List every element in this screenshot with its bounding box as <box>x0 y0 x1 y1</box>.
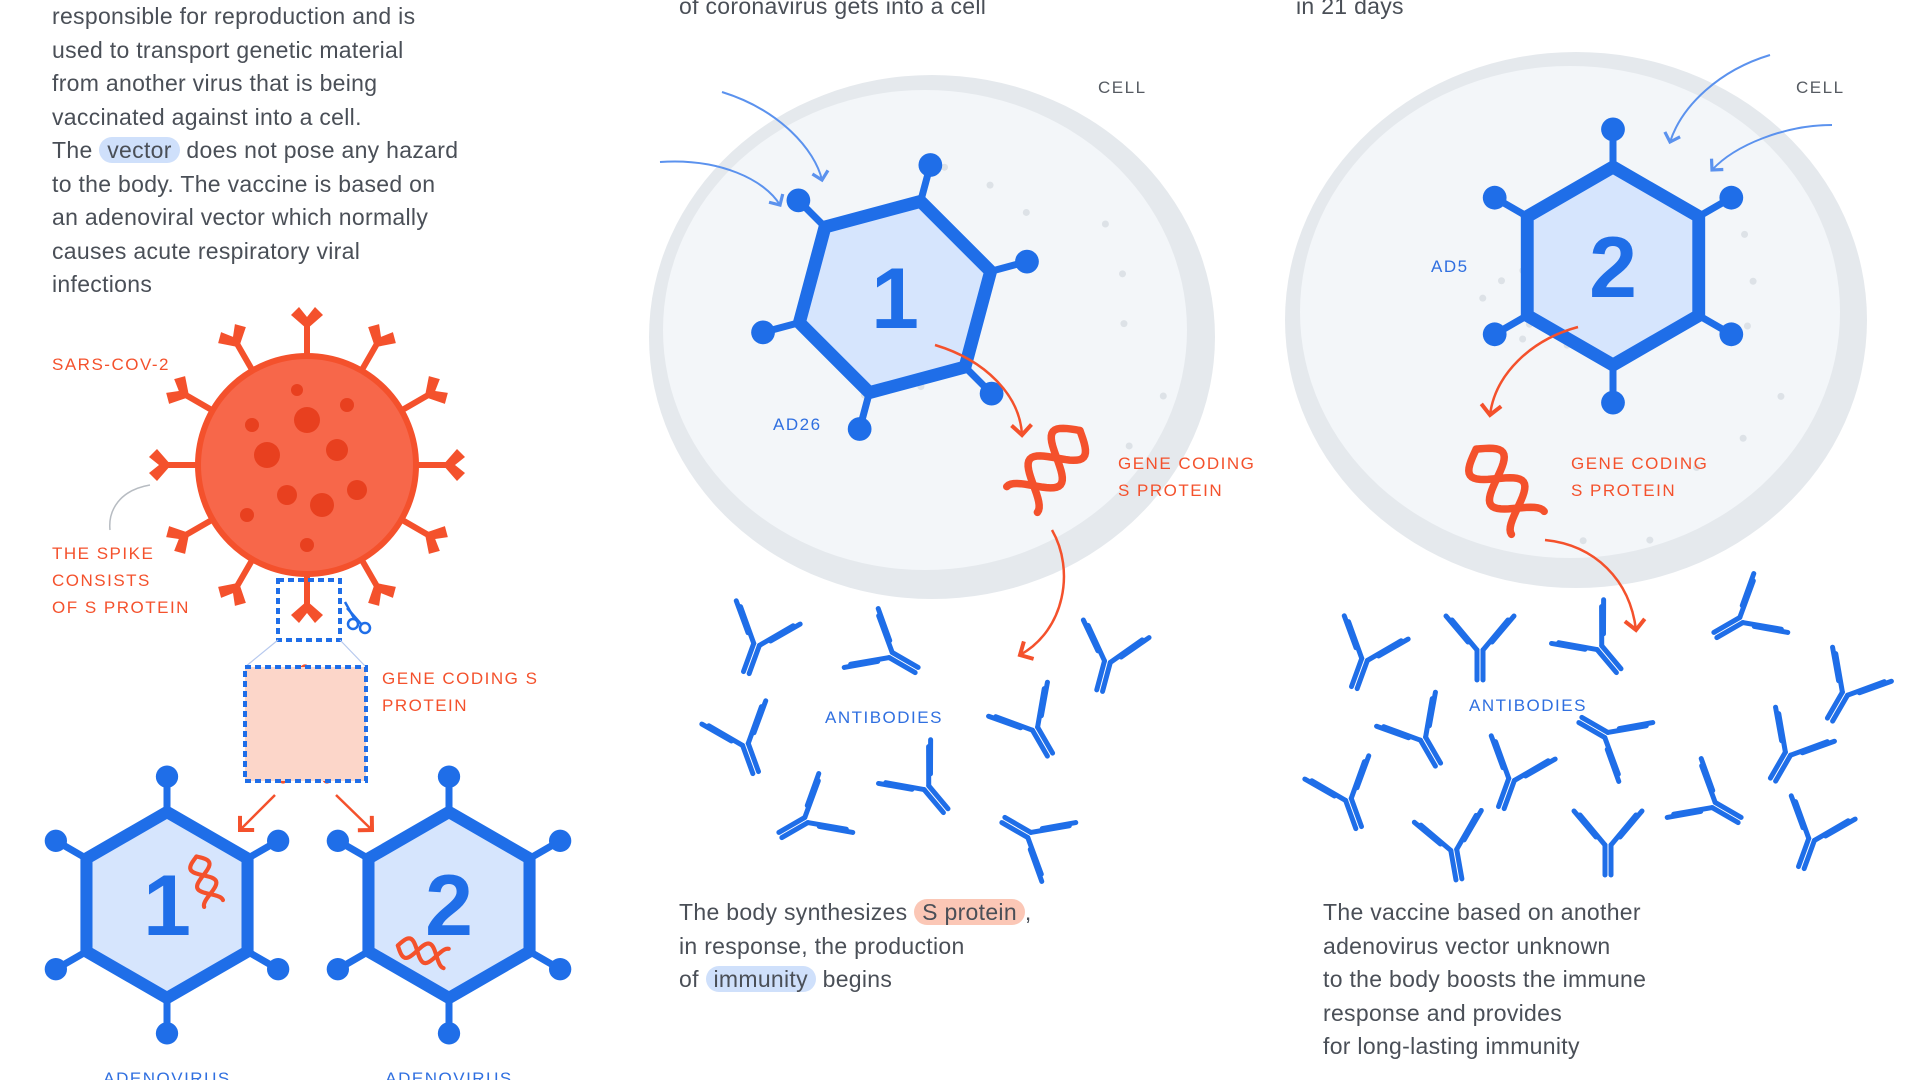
text-line: infections <box>52 271 153 297</box>
text-line: used to transport genetic material <box>52 36 404 63</box>
entry-arrow-icon <box>1663 54 1771 145</box>
antibody-icon <box>1788 793 1858 872</box>
text: does not pose any hazard <box>186 137 459 163</box>
right-caption: The vaccine based on another adenovirus … <box>1323 896 1646 1064</box>
antibody-icon <box>733 598 803 677</box>
antibody-icon <box>776 771 856 841</box>
cell-label: CELL <box>1098 78 1147 97</box>
right-heading: in 21 days <box>1296 0 1404 24</box>
antibody-icon <box>1824 644 1894 724</box>
s-protein-highlight: S protein <box>914 899 1025 925</box>
gene-label-line: GENE CODING <box>1571 454 1708 473</box>
antibody-icon <box>1374 689 1444 769</box>
spike-selection-box <box>276 578 342 642</box>
ad5-label: AD5 <box>1431 257 1469 276</box>
immunity-highlight: immunity <box>705 966 816 992</box>
text-line: from another virus that is being <box>52 70 378 96</box>
text-line: of coronavirus gets into a cell <box>679 0 987 19</box>
antibody-icon <box>1443 613 1517 683</box>
antibody-icon <box>1080 617 1152 694</box>
dna-icon <box>1465 444 1548 539</box>
antibody-icon <box>1571 808 1645 878</box>
antibody-icon <box>999 814 1079 884</box>
text-line: vaccinated against into a cell. <box>52 103 362 130</box>
text-line: responsible for reproduction and is <box>52 3 416 29</box>
dna-icon <box>395 936 451 971</box>
antibody-icon <box>1767 704 1837 784</box>
pointer-line <box>109 484 151 531</box>
arrow-icon <box>335 794 375 833</box>
antibody-icon <box>1711 571 1791 641</box>
antibody-icon <box>1576 714 1656 784</box>
antibody-icon <box>986 679 1056 759</box>
text: The body synthesizes <box>679 899 908 925</box>
dna-icon <box>188 854 226 909</box>
text-line: for long-lasting immunity <box>1323 1033 1580 1059</box>
text-line: The body synthesizes S protein, <box>679 896 1032 930</box>
entry-arrow-icon <box>721 91 830 183</box>
gene-label-line: S PROTEIN <box>1571 481 1676 500</box>
antibody-icon <box>1664 756 1744 826</box>
middle-caption: The body synthesizes S protein, in respo… <box>679 896 1032 997</box>
gene-label-line: GENE CODING S <box>382 669 538 688</box>
antibody-icon <box>1549 597 1624 676</box>
text: The <box>52 137 93 163</box>
dna-icon <box>1003 424 1090 517</box>
spike-label-line: OF S PROTEIN <box>52 598 190 617</box>
gene-label-line: PROTEIN <box>382 696 468 715</box>
text-line: causes acute respiratory viral <box>52 237 361 264</box>
antibody-icon <box>1341 613 1411 692</box>
adenovirus-2-number: 2 <box>425 858 473 954</box>
text-line: to the body. The vaccine is based on <box>52 170 436 197</box>
antibody-icon <box>699 698 769 777</box>
ad5-number: 2 <box>1589 220 1637 316</box>
ad5-vector <box>1482 117 1744 415</box>
arrow-icon <box>238 794 276 832</box>
sars-cov-2-label: SARS-COV-2 <box>52 355 170 374</box>
vector-highlight: vector <box>99 137 180 163</box>
antibody-icon <box>1411 807 1484 883</box>
adenovirus-2-label: ADENOVIRUS <box>385 1069 512 1080</box>
vector-description: responsible for reproduction and is used… <box>52 0 458 302</box>
text-line: in response, the production <box>679 932 965 959</box>
text-line: to the body boosts the immune <box>1323 966 1647 992</box>
text-line: of immunity begins <box>679 963 1032 997</box>
antibodies-label: ANTIBODIES <box>1469 696 1587 715</box>
ad26-label: AD26 <box>773 415 822 434</box>
adenovirus-1-label: ADENOVIRUS <box>103 1069 230 1080</box>
adenovirus-2 <box>326 765 572 1045</box>
entry-arrow-icon <box>659 160 785 207</box>
text-line: an adenoviral vector which normally <box>52 204 429 230</box>
ad26-vector <box>751 153 1039 441</box>
scissors-icon <box>343 601 372 635</box>
arrow-icon <box>1544 538 1647 633</box>
antibody-icon <box>1302 753 1372 832</box>
cell-label: CELL <box>1796 78 1845 97</box>
gene-label-line: GENE CODING <box>1118 454 1255 473</box>
arrow-icon <box>934 343 1033 438</box>
antibodies-label: ANTIBODIES <box>825 708 943 727</box>
antibody-icon <box>841 606 921 676</box>
antibody-icon <box>1488 733 1558 812</box>
adenovirus-1-number: 1 <box>143 858 191 954</box>
sars-cov-2-virus <box>149 307 465 623</box>
text-line: in 21 days <box>1296 0 1404 19</box>
spike-label-line: THE SPIKE <box>52 544 154 563</box>
gene-coding-box <box>243 665 368 783</box>
text-line: The vector does not pose any hazard <box>52 134 458 168</box>
text: of <box>679 966 699 992</box>
middle-heading: of coronavirus gets into a cell <box>679 0 986 24</box>
arrow-icon <box>1017 529 1066 661</box>
text-line: response and provides <box>1323 999 1563 1026</box>
spike-label-line: CONSISTS <box>52 571 151 590</box>
entry-arrow-icon <box>1709 124 1833 172</box>
arrow-icon <box>1479 325 1579 418</box>
text: begins <box>822 966 893 992</box>
antibody-icon <box>876 737 951 816</box>
ad26-number: 1 <box>871 251 919 347</box>
text-line: adenovirus vector unknown <box>1323 932 1611 959</box>
text: , <box>1024 899 1032 925</box>
gene-label-line: S PROTEIN <box>1118 481 1223 500</box>
text-line: The vaccine based on another <box>1323 899 1641 925</box>
